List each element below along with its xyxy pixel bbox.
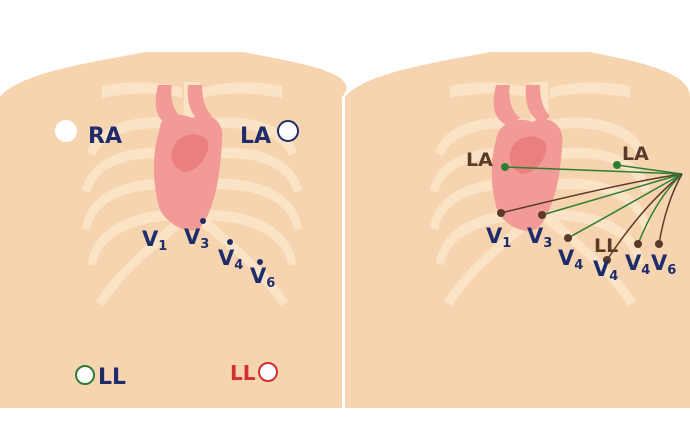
v3-right-subscript: 3 (543, 236, 552, 251)
v1-label: V1 (142, 227, 167, 254)
v4c-letter: V (625, 251, 642, 275)
ll-left-electrode-icon (75, 365, 95, 385)
v4-electrode-icon (227, 239, 233, 245)
ll-right-electrode-icon (258, 362, 278, 382)
v6-label: V6 (250, 264, 275, 291)
la-shoulder-electrode-icon (613, 161, 621, 169)
la-shoulder-label: LA (622, 143, 649, 165)
wire-la-chest (504, 166, 683, 175)
v4c-electrode-icon (634, 240, 642, 248)
wire-v6 (658, 173, 683, 245)
v1-right-letter: V (486, 224, 503, 248)
ll-left-label: LL (98, 365, 126, 390)
v1-right-label: V1 (486, 224, 511, 251)
v4c-label: V4 (625, 251, 650, 278)
right-lead-wires (500, 164, 683, 261)
v6-electrode-icon (257, 259, 263, 265)
v3-right-label: V3 (527, 224, 552, 251)
v6-right-letter: V (651, 251, 668, 275)
la-label: LA (240, 124, 271, 149)
v1-right-electrode-icon (497, 209, 505, 217)
v1-subscript: 1 (158, 239, 167, 254)
v6-subscript: 6 (266, 276, 275, 291)
right-pulmonary (525, 85, 550, 124)
wire-v4a (567, 173, 683, 239)
wire-v1 (500, 173, 683, 214)
left-heart (154, 85, 223, 231)
v4-label: V4 (218, 246, 243, 273)
left-torso: RA LA V1 V3 V4 V6 LL LL (0, 52, 347, 408)
v4b-letter: V (593, 257, 610, 281)
v4a-electrode-icon (564, 234, 572, 242)
v3-right-letter: V (527, 224, 544, 248)
ra-electrode-icon (55, 120, 77, 142)
ll-right-panel-label: LL (594, 235, 618, 257)
v1-right-subscript: 1 (502, 236, 511, 251)
la-chest-label: LA (466, 149, 493, 171)
ll-right-label: LL (230, 361, 256, 385)
right-torso: LA LA V1 V3 V4 LL V4 V4 V6 (345, 52, 690, 408)
v4a-letter: V (558, 246, 575, 270)
v4b-subscript: 4 (609, 269, 618, 284)
left-pulmonary (187, 85, 212, 124)
v4c-subscript: 4 (641, 263, 650, 278)
v4a-subscript: 4 (574, 258, 583, 273)
right-heart-chamber (509, 136, 547, 174)
v3-subscript: 3 (200, 237, 209, 252)
ll-right-panel-electrode-icon (603, 256, 611, 264)
v4a-label: V4 (558, 246, 583, 273)
v4b-label: V4 (593, 257, 618, 284)
la-electrode-icon (277, 120, 299, 142)
v6-right-electrode-icon (655, 240, 663, 248)
wire-ll (606, 173, 683, 261)
v4-letter: V (218, 246, 235, 270)
v3-letter: V (184, 225, 201, 249)
v1-letter: V (142, 227, 159, 251)
la-chest-electrode-icon (501, 163, 509, 171)
v6-right-label: V6 (651, 251, 676, 278)
v6-letter: V (250, 264, 267, 288)
wire-v3 (541, 173, 683, 216)
left-heart-chamber (171, 134, 209, 172)
ra-label: RA (88, 124, 122, 149)
wire-v4c (637, 173, 683, 245)
v3-right-electrode-icon (538, 211, 546, 219)
right-aorta (493, 85, 520, 126)
v3-label: V3 (184, 225, 209, 252)
v6-right-subscript: 6 (667, 263, 676, 278)
v4-subscript: 4 (234, 258, 243, 273)
v3-electrode-icon (200, 218, 206, 224)
wire-la-shoulder (616, 164, 683, 175)
